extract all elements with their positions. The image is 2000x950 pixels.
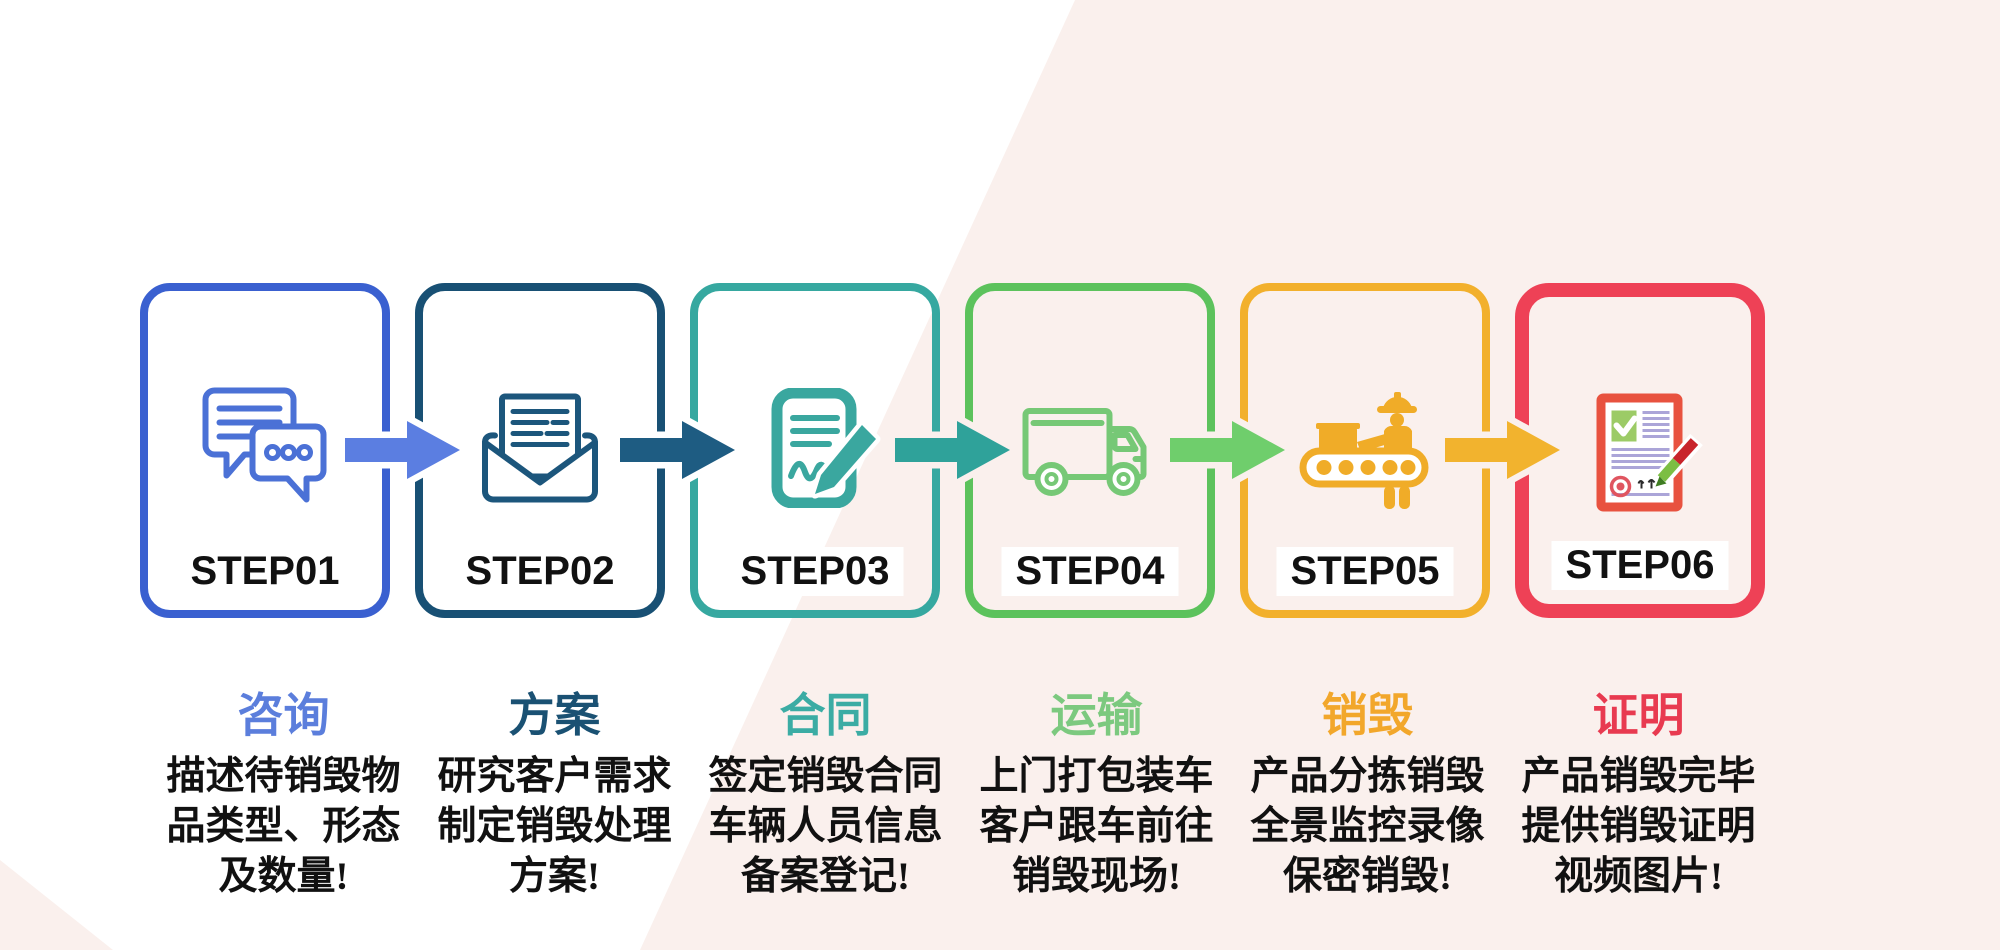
desc-line: 及数量! <box>218 855 349 898</box>
conveyor-worker-icon <box>1295 384 1435 512</box>
desc-line: 上门打包装车 <box>979 755 1214 798</box>
desc-title-step01: 咨询 <box>237 690 330 741</box>
step-label-step04: STEP04 <box>1001 547 1179 596</box>
chat-bubbles-icon <box>198 386 333 511</box>
desc-line: 保密销毁! <box>1283 855 1452 898</box>
desc-col-step05: 销毁产品分拣销毁全景监控录像保密销毁! <box>1232 690 1503 902</box>
step-box-step05: STEP05 <box>1240 283 1490 618</box>
desc-line: 车辆人员信息 <box>708 805 943 848</box>
delivery-truck-icon <box>1018 393 1163 503</box>
desc-line: 描述待销毁物 <box>166 755 401 798</box>
desc-line: 签定销毁合同 <box>708 755 943 798</box>
step-label-step02: STEP02 <box>451 547 629 596</box>
step-box-step02: STEP02 <box>415 283 665 618</box>
step-box-step01: STEP01 <box>140 283 390 618</box>
desc-line: 备案登记! <box>741 855 910 898</box>
destruction-certificate-icon <box>1573 392 1708 517</box>
desc-line: 品类型、形态 <box>166 805 401 848</box>
desc-line: 制定销毁处理 <box>437 805 672 848</box>
desc-col-step02: 方案研究客户需求制定销毁处理方案! <box>419 690 690 902</box>
desc-line: 全景监控录像 <box>1250 805 1485 848</box>
desc-col-step01: 咨询描述待销毁物品类型、形态及数量! <box>148 690 419 902</box>
desc-line: 产品销毁完毕 <box>1521 755 1756 798</box>
desc-title-step04: 运输 <box>1050 690 1143 741</box>
descriptions-row: 咨询描述待销毁物品类型、形态及数量!方案研究客户需求制定销毁处理方案!合同签定销… <box>148 690 1774 902</box>
step-label-step05: STEP05 <box>1276 547 1454 596</box>
step-label-step03: STEP03 <box>726 547 904 596</box>
desc-col-step04: 运输上门打包装车客户跟车前往销毁现场! <box>961 690 1232 902</box>
desc-title-step02: 方案 <box>508 690 601 741</box>
desc-col-step03: 合同签定销毁合同车辆人员信息备案登记! <box>690 690 961 902</box>
desc-title-step03: 合同 <box>779 690 872 741</box>
desc-line: 客户跟车前往 <box>979 805 1214 848</box>
desc-line: 提供销毁证明 <box>1521 805 1756 848</box>
desc-line: 研究客户需求 <box>437 755 672 798</box>
step-box-step06: STEP06 <box>1515 283 1765 618</box>
contract-signing-icon <box>745 387 885 509</box>
desc-line: 产品分拣销毁 <box>1250 755 1485 798</box>
desc-line: 方案! <box>509 855 600 898</box>
step-box-step04: STEP04 <box>965 283 1215 618</box>
step-label-step01: STEP01 <box>176 547 354 596</box>
desc-col-step06: 证明产品销毁完毕提供销毁证明视频图片! <box>1503 690 1774 902</box>
step-label-step06: STEP06 <box>1551 541 1729 590</box>
desc-title-step05: 销毁 <box>1321 690 1414 741</box>
desc-line: 销毁现场! <box>1012 855 1181 898</box>
step-box-step03: STEP03 <box>690 283 940 618</box>
steps-row: STEP01 STEP02 STEP03 STEP04 STEP05 STEP06 <box>140 283 1765 618</box>
open-envelope-icon <box>475 391 605 506</box>
desc-title-step06: 证明 <box>1592 690 1685 741</box>
desc-line: 视频图片! <box>1554 855 1723 898</box>
